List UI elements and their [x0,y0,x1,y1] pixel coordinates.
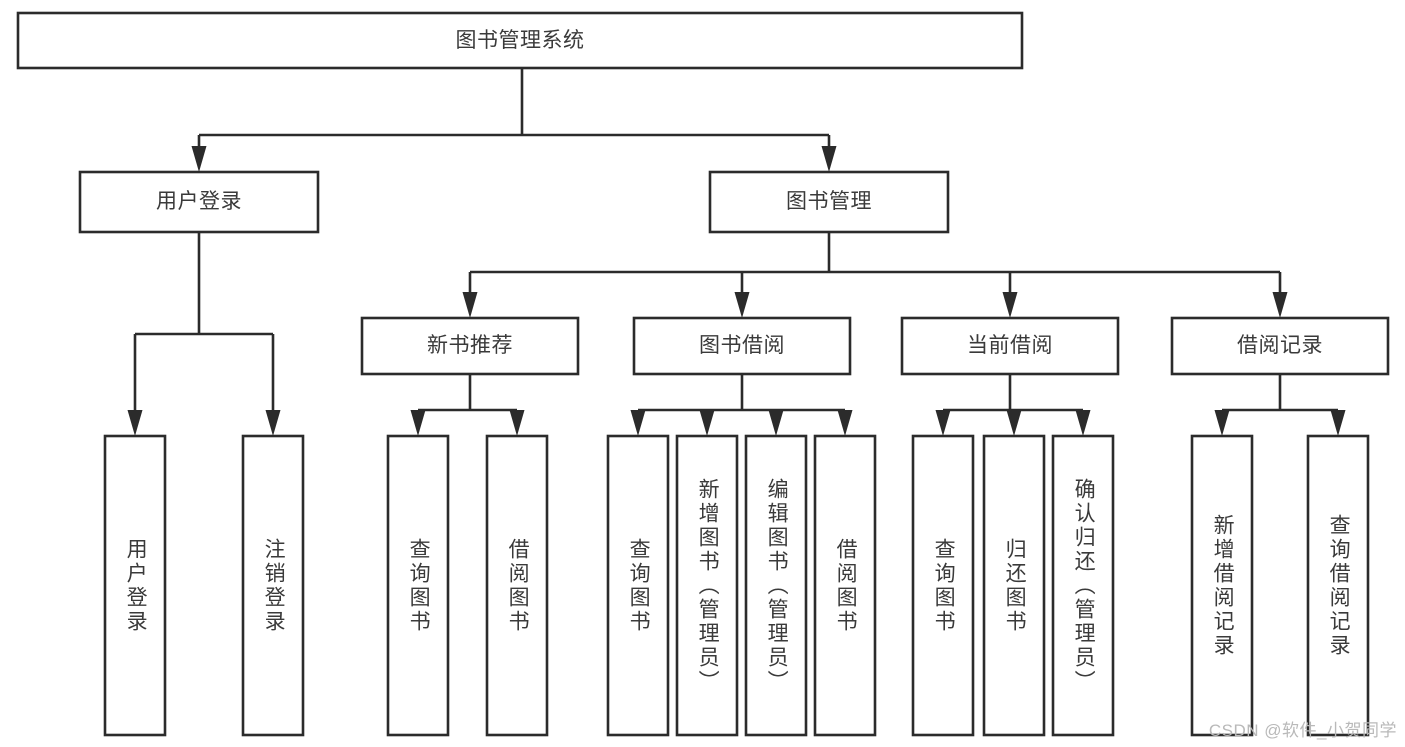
node-leaf-return-book[interactable] [982,434,1046,737]
node-borrow-record[interactable] [1170,316,1390,376]
edge-bookmanage-to-new-book-recommend-arrowhead-icon [462,292,478,318]
edge-borrow-record-to-leaf-add-borrow-record-arrowhead-icon [1214,410,1230,436]
edge-bookmanage-to-borrow-record-arrowhead-icon [1272,292,1288,318]
node-current-borrow[interactable] [900,316,1120,376]
edge-userlogin-to-leaf-logout-login-arrowhead-icon [265,410,281,436]
node-book-borrow[interactable] [632,316,852,376]
edge-current-borrow-to-leaf-query-book-3-arrowhead-icon [935,410,951,436]
edge-new-book-recommend-to-leaf-borrow-book-1-arrowhead-icon [509,410,525,436]
edge-book-borrow-to-leaf-edit-book-arrowhead-icon [768,410,784,436]
node-leaf-add-borrow-record[interactable] [1190,434,1254,737]
node-leaf-confirm-return[interactable] [1051,434,1115,737]
node-leaf-query-book-2[interactable] [606,434,670,737]
node-leaf-query-borrow-record[interactable] [1306,434,1370,737]
edge-userlogin-to-leaf-user-login-arrowhead-icon [127,410,143,436]
node-boxes-group [16,11,1390,737]
csdn-watermark: CSDN @软件_小贺同学 [1208,721,1397,740]
node-leaf-query-book-3[interactable] [911,434,975,737]
node-leaf-query-book-1[interactable] [386,434,450,737]
edge-bookmanage-to-current-borrow-arrowhead-icon [1002,292,1018,318]
edge-book-borrow-to-leaf-add-book-arrowhead-icon [699,410,715,436]
node-leaf-edit-book[interactable] [744,434,808,737]
connector-lines-group [127,68,1346,436]
node-leaf-add-book[interactable] [675,434,739,737]
edge-book-borrow-to-leaf-query-book-2-arrowhead-icon [630,410,646,436]
node-leaf-borrow-book-2[interactable] [813,434,877,737]
edge-current-borrow-to-leaf-return-book-arrowhead-icon [1006,410,1022,436]
edge-borrow-record-to-leaf-query-borrow-record-arrowhead-icon [1330,410,1346,436]
edge-current-borrow-to-leaf-confirm-return-arrowhead-icon [1075,410,1091,436]
edge-root-to-book-manage-arrowhead-icon [821,146,837,172]
node-book-manage[interactable] [708,170,950,234]
edge-bookmanage-to-book-borrow-arrowhead-icon [734,292,750,318]
node-leaf-logout-login[interactable] [241,434,305,737]
edge-book-borrow-to-leaf-borrow-book-2-arrowhead-icon [837,410,853,436]
node-leaf-user-login[interactable] [103,434,167,737]
node-leaf-borrow-book-1[interactable] [485,434,549,737]
edge-new-book-recommend-to-leaf-query-book-1-arrowhead-icon [410,410,426,436]
node-root[interactable] [16,11,1024,70]
node-new-book-recommend[interactable] [360,316,580,376]
node-user-login[interactable] [78,170,320,234]
edge-root-to-user-login-arrowhead-icon [191,146,207,172]
